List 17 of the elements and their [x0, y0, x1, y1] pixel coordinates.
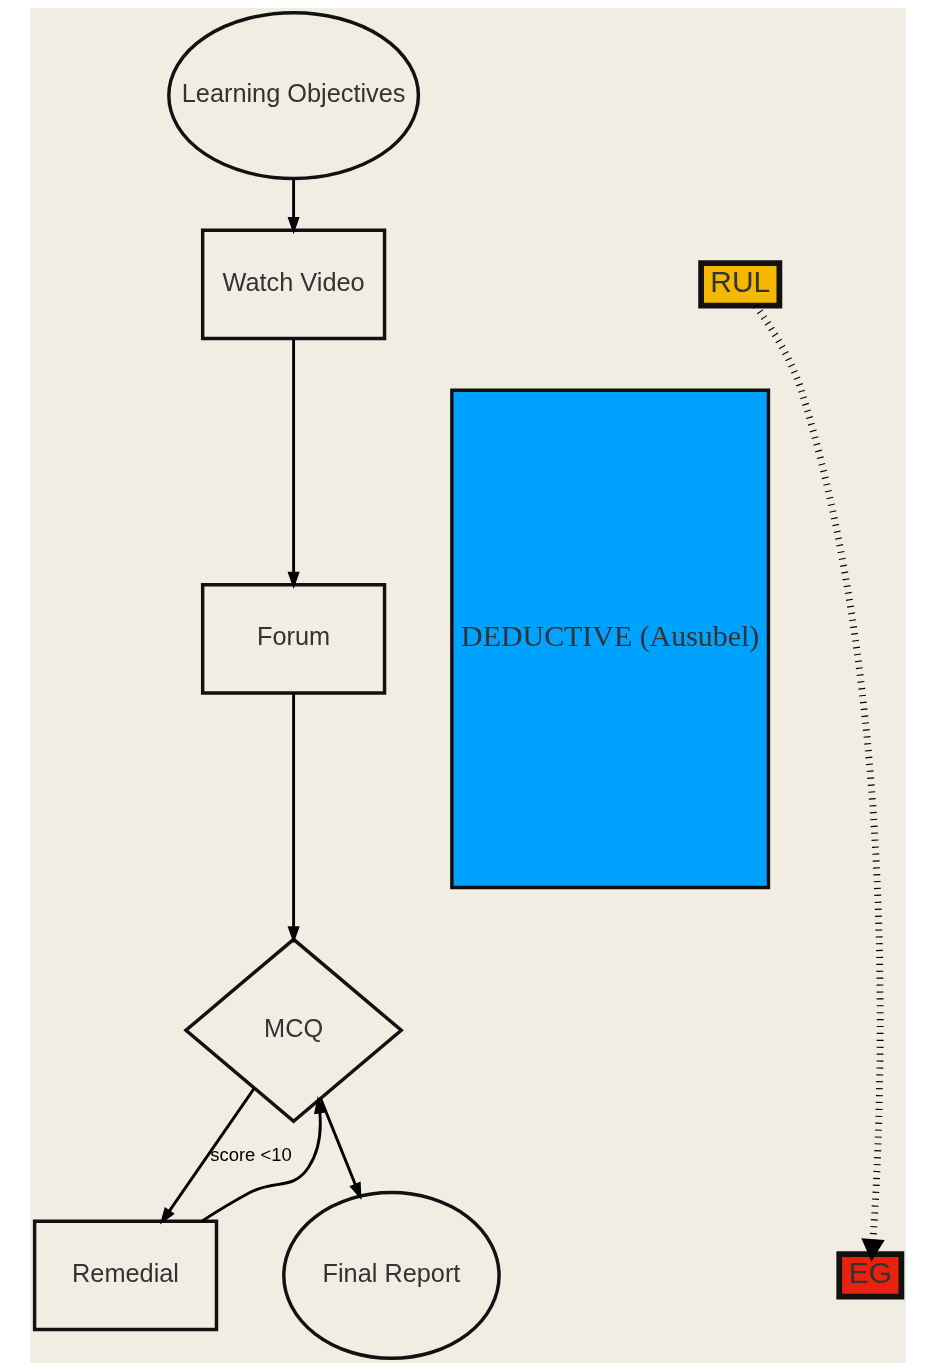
node-diamond: MCQ — [182, 937, 404, 1124]
node-box: Watch Video — [200, 228, 386, 341]
node-box: Remedial — [32, 1219, 218, 1332]
arrow — [318, 1097, 361, 1200]
arrow — [287, 338, 300, 590]
arrow — [200, 1096, 326, 1223]
node-box: RUL — [697, 260, 782, 309]
arrow — [287, 693, 300, 944]
arrow — [287, 178, 300, 235]
arrow — [752, 303, 885, 1262]
arrow — [159, 1087, 255, 1225]
node-box: DEDUCTIVE (Ausubel) — [449, 388, 770, 890]
node-ellipse: Final Report — [281, 1190, 501, 1361]
node-box: Forum — [200, 583, 386, 695]
edge-label: score <10 — [209, 1144, 292, 1166]
node-ellipse: Learning Objectives — [166, 10, 420, 181]
node-box: EG — [835, 1251, 904, 1300]
